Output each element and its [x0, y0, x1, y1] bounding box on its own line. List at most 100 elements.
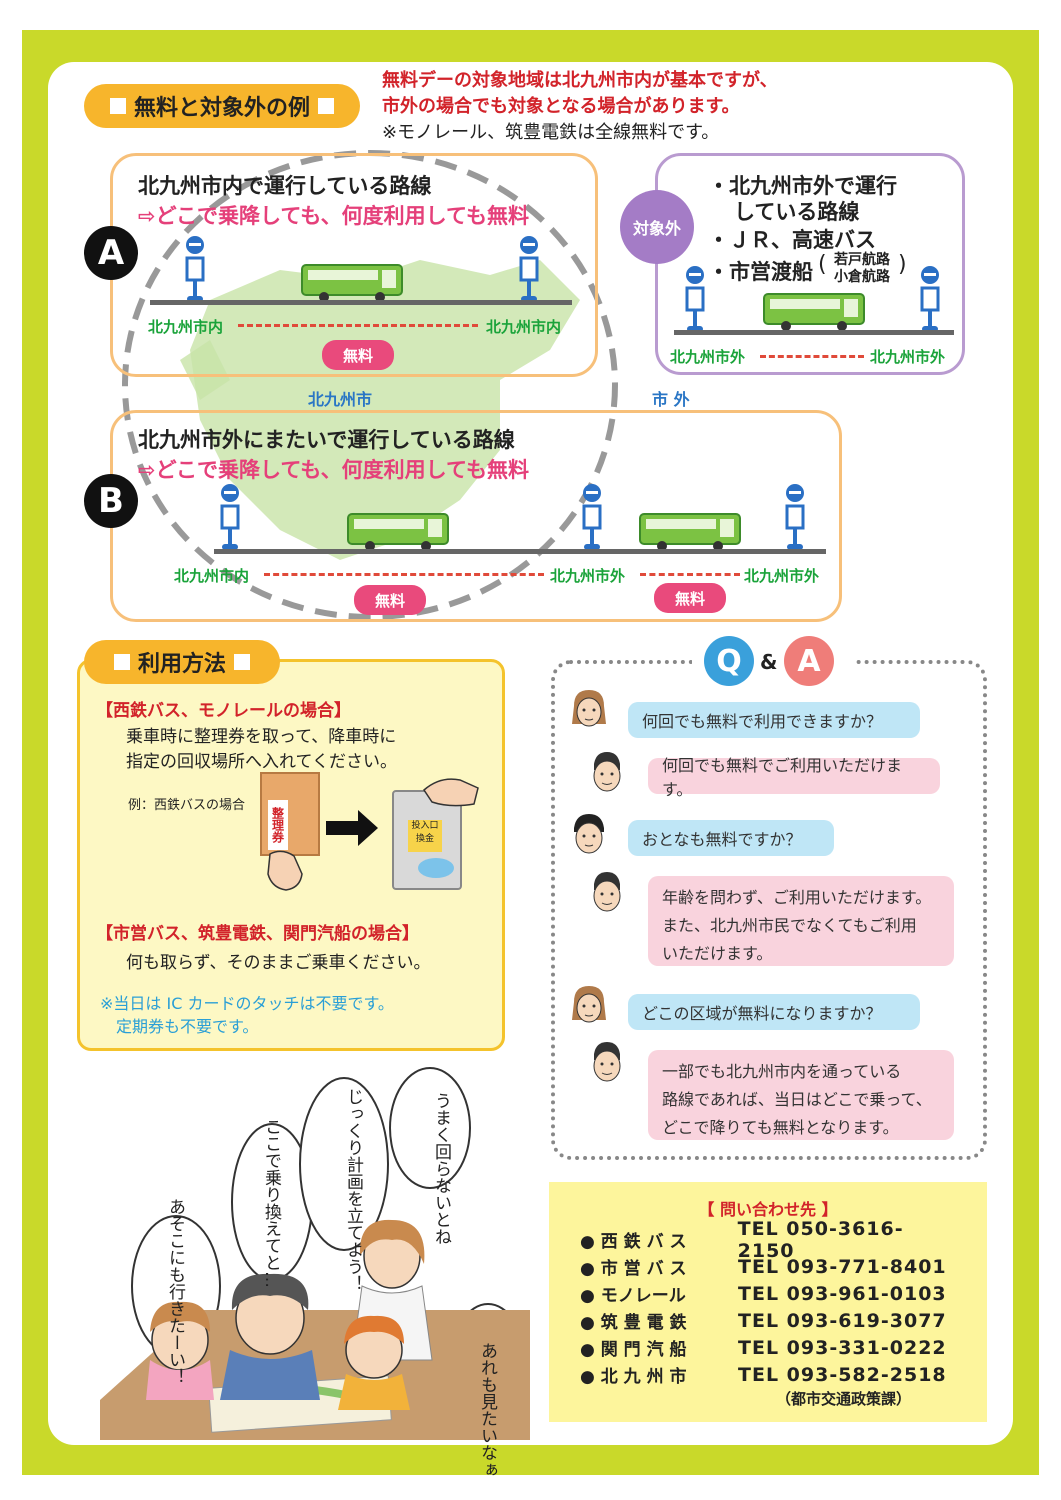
contact-name: ● 西 鉄 バ ス [580, 1232, 687, 1252]
road-line [150, 300, 572, 305]
bus-stop-icon [185, 236, 205, 302]
answer-line: いただけます。 [662, 944, 773, 963]
contact-row: ● 西 鉄 バ ス TEL 050-3616-2150 [580, 1218, 960, 1262]
usage-case2-title: 【市営バス、筑豊電鉄、関門汽船の場合】 [96, 924, 419, 944]
bus-icon [301, 264, 403, 302]
road-line [214, 549, 826, 554]
speech-text-2: ここで乗り換えてと… [261, 1118, 281, 1288]
question-bubble: 何回でも無料で利用できますか？ [628, 702, 920, 738]
range-arrow [238, 324, 478, 327]
man-face-icon [593, 1042, 621, 1082]
answer-bubble: 年齢を問わず、ご利用いただけます。 また、北九州市民でなくてもご利用 いただけま… [648, 876, 954, 966]
examples-note-3: ※モノレール、筑豊電鉄は全線無料です。 [382, 122, 720, 143]
contact-tel[interactable]: TEL 093-771-8401 [738, 1255, 947, 1278]
usage-case1-title: 【西鉄バス、モノレールの場合】 [96, 701, 351, 721]
label-city-inside: 北九州市内 [486, 318, 562, 336]
usage-example-label: 例：西鉄バスの場合 [128, 798, 246, 813]
question-bubble: どこの区域が無料になりますか？ [628, 994, 920, 1030]
contact-list: ● 西 鉄 バ ス TEL 050-3616-2150 ● 市 営 バ ス TE… [580, 1218, 960, 1388]
contact-name: ● 関 門 汽 船 [580, 1340, 687, 1360]
bus-stop-icon [519, 236, 539, 302]
bus-stop-icon [685, 266, 705, 332]
free-badge: 無料 [654, 583, 726, 613]
bus-stop-icon [582, 484, 602, 550]
woman-face-icon [572, 986, 606, 1023]
example-a-badge: A [84, 226, 138, 280]
contact-tel[interactable]: TEL 093-582-2518 [738, 1363, 947, 1386]
speech-text-1: あそこにも行きたーい！ [165, 1198, 185, 1385]
fare-box-change-label: 換金 [415, 834, 434, 844]
speech-text-5: あれも見たいなぁ [477, 1342, 497, 1478]
answer-line: 年齢を問わず、ご利用いただけます。 [662, 888, 932, 907]
label-city-inside: 北九州市内 [148, 318, 224, 336]
ferry-route-1: 若戸航路 [834, 252, 890, 268]
out-line-3: ・ＪＲ、高速バス [708, 228, 876, 252]
q-badge: Q [704, 636, 754, 686]
label-city-outside: 北九州市外 [744, 567, 820, 585]
square-icon [318, 98, 334, 114]
usage-section-title: 利用方法 [84, 640, 280, 684]
example-a-sub: ⇨どこで乗降しても、何度利用しても無料 [138, 204, 529, 228]
contact-title: 【 問い合わせ先 】 [698, 1200, 838, 1219]
bus-stop-icon [920, 266, 940, 332]
contact-name: ● 市 営 バ ス [580, 1259, 687, 1279]
answer-bubble: 一部でも北九州市内を通っている 路線であれば、当日はどこで乗って、 どこで降りて… [648, 1050, 954, 1140]
square-icon [234, 654, 250, 670]
bus-icon [639, 513, 741, 551]
map-label-city: 北九州市 [308, 390, 373, 409]
contact-name: ● モノレール [580, 1286, 686, 1306]
out-of-scope-box [655, 153, 965, 375]
contact-row: ● モノレール TEL 093-961-0103 [580, 1280, 960, 1307]
contact-tel[interactable]: TEL 093-331-0222 [738, 1336, 947, 1359]
usage-title-text: 利用方法 [137, 652, 226, 677]
contact-row: ● 筑 豊 電 鉄 TEL 093-619-3077 [580, 1307, 960, 1334]
contact-row: ● 北 九 州 市 TEL 093-582-2518 [580, 1361, 960, 1388]
examples-note-2: 市外の場合でも対象となる場合があります。 [382, 96, 740, 117]
a-badge: A [784, 636, 834, 686]
label-city-inside: 北九州市内 [174, 567, 250, 585]
paren-close: ) [898, 252, 907, 277]
out-of-scope-badge: 対象外 [620, 190, 694, 264]
usage-note-1: ※当日は IC カードのタッチは不要です。 [100, 994, 394, 1013]
square-icon [113, 654, 130, 670]
fare-box-tray [418, 858, 454, 878]
hand-icon [267, 850, 303, 891]
example-b-badge: B [84, 474, 138, 528]
fare-box-slot-label: 投入口 [411, 821, 439, 831]
range-arrow [264, 573, 544, 576]
man-face-icon [593, 872, 621, 912]
boy-face-icon [574, 814, 604, 854]
road-line [674, 330, 954, 335]
ferry-routes: 若戸航路 小倉航路 [834, 252, 890, 286]
woman-face-icon [572, 690, 606, 727]
paren-open: ( [818, 252, 827, 277]
label-city-outside: 北九州市外 [870, 348, 946, 366]
arrow-right-icon [326, 810, 378, 846]
map-label-outside: 市 外 [652, 390, 690, 409]
example-a-heading: 北九州市内で運行している路線 [138, 174, 432, 198]
hand-icon [423, 778, 479, 807]
answer-line: 一部でも北九州市内を通っている [662, 1062, 902, 1081]
label-city-outside: 北九州市外 [670, 348, 746, 366]
out-line-1: ・北九州市外で運行 [708, 174, 897, 198]
contact-row: ● 市 営 バ ス TEL 093-771-8401 [580, 1253, 960, 1280]
contact-tel[interactable]: TEL 093-961-0103 [738, 1282, 947, 1305]
man-face-icon [593, 752, 621, 792]
usage-case1-line2: 指定の回収場所へ入れてください。 [126, 752, 397, 772]
contact-tel[interactable]: TEL 093-619-3077 [738, 1309, 947, 1332]
answer-bubble: 何回でも無料でご利用いただけます。 [648, 756, 940, 799]
contact-name: ● 筑 豊 電 鉄 [580, 1313, 687, 1333]
example-b-heading: 北九州市外にまたいで運行している路線 [138, 428, 515, 452]
bus-stop-icon [785, 484, 805, 550]
ferry-route-2: 小倉航路 [834, 269, 890, 285]
range-arrow [760, 355, 864, 358]
range-arrow [640, 573, 740, 576]
usage-note-2: 定期券も不要です。 [116, 1017, 259, 1036]
contact-tel[interactable]: TEL 050-3616-2150 [737, 1217, 904, 1262]
bus-stop-icon [220, 484, 240, 550]
contact-box [549, 1182, 987, 1422]
contact-dept: （都市交通政策課） [776, 1390, 912, 1408]
label-city-outside: 北九州市外 [550, 567, 626, 585]
contact-name: ● 北 九 州 市 [580, 1367, 687, 1387]
examples-section-title: 無料と対象外の例 [84, 84, 360, 128]
